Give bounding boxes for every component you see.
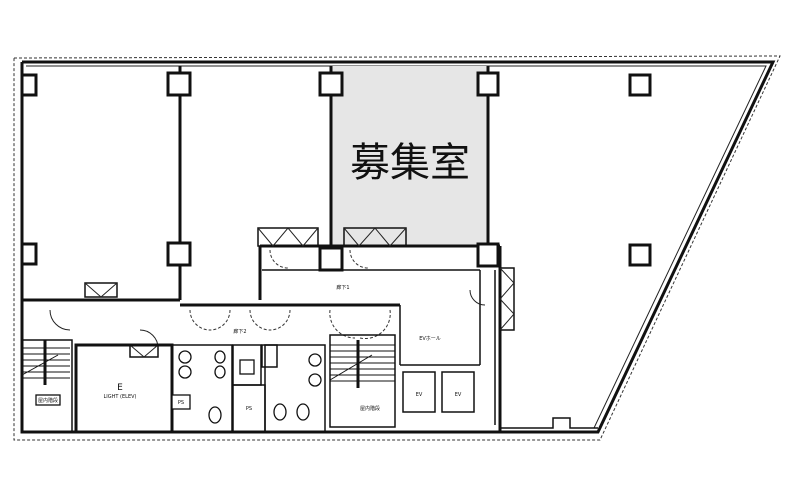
stairs-label: 屋内階段	[360, 405, 380, 412]
vacancy-room[interactable]: 募集室	[329, 66, 490, 246]
column	[166, 71, 192, 97]
column	[20, 73, 38, 97]
ev-label: EV	[416, 392, 423, 398]
column	[318, 246, 344, 272]
ps-label: PS	[246, 406, 252, 412]
stairs-right: 屋内階段	[329, 334, 396, 428]
door-swings	[49, 249, 486, 349]
ev-hall-label: EVホール	[419, 336, 441, 342]
column	[20, 242, 38, 266]
site-boundary	[13, 55, 781, 441]
stairs-label: 屋内階段	[38, 397, 58, 404]
corridor-2-label: 廊下2	[233, 328, 246, 335]
column	[166, 241, 192, 267]
exterior-wall	[20, 60, 776, 434]
column	[318, 71, 344, 97]
restroom-left: PS	[171, 344, 233, 433]
columns	[20, 71, 652, 272]
stairs-left: 屋内階段	[21, 339, 73, 433]
room-e: E LIGHT (ELEV)	[74, 343, 174, 434]
restroom-right: PS	[232, 344, 326, 433]
vacancy-label: 募集室	[350, 140, 470, 186]
column	[628, 73, 652, 97]
ev-label: EV	[455, 392, 462, 398]
ps-label: PS	[178, 400, 184, 406]
ev-hall: EVホール EV EV	[402, 336, 475, 413]
room-e-sublabel: LIGHT (ELEV)	[104, 394, 137, 400]
vacancy-room-fill	[331, 66, 488, 246]
column	[628, 243, 652, 267]
column	[476, 71, 500, 97]
room-e-label: E	[117, 383, 123, 393]
column	[476, 242, 500, 268]
corridor-1-label: 廊下1	[336, 284, 349, 291]
